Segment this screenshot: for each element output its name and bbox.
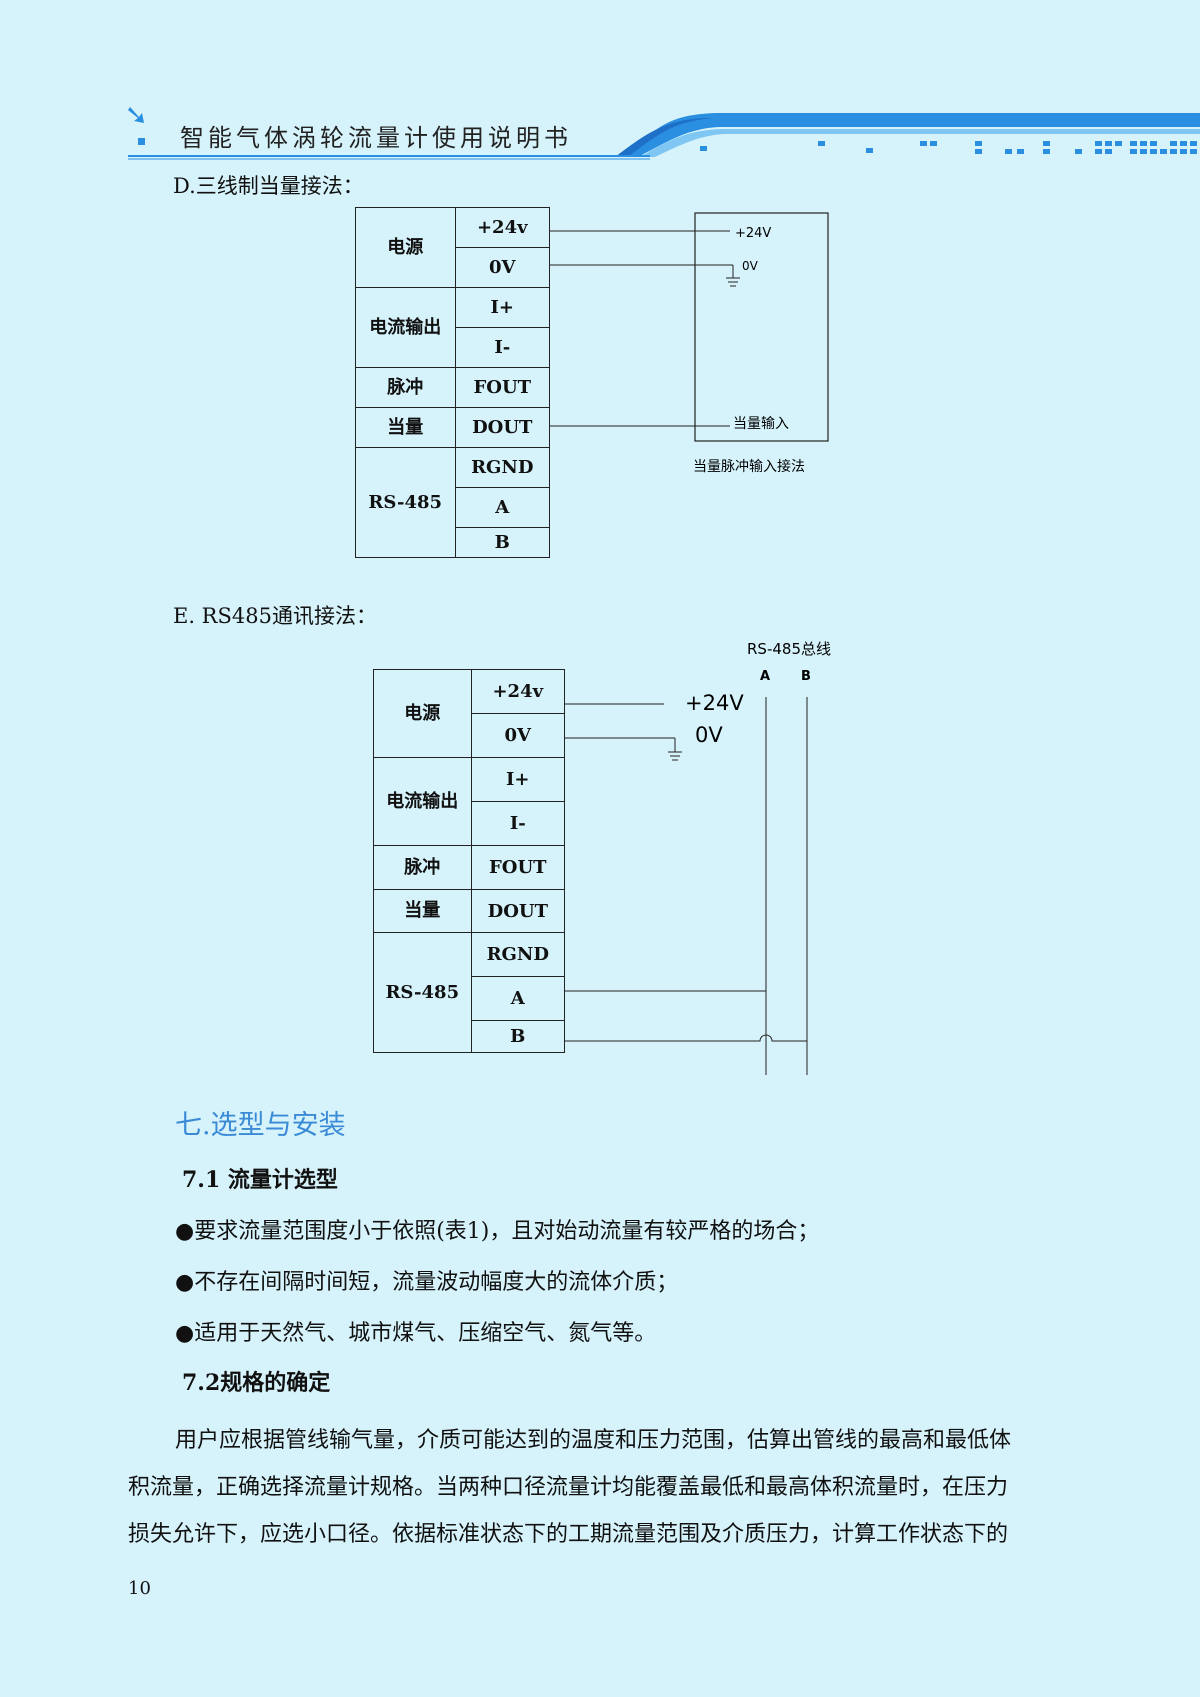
- pin-fout: FOUT: [470, 845, 566, 890]
- section-7-title: 七.选型与安装: [175, 1110, 346, 1141]
- pin-24v: +24v: [470, 669, 566, 714]
- group-current-output: 电流输出: [355, 287, 456, 368]
- group-pulse: 脉冲: [355, 367, 456, 408]
- group-current-output-label: 电流输出: [386, 790, 459, 812]
- page-number: 10: [128, 1578, 151, 1599]
- subsection-7-2: 7.2规格的确定: [182, 1370, 331, 1396]
- header-swoosh: [128, 113, 1200, 160]
- group-current-output-label: 电流输出: [369, 316, 442, 338]
- device-box: [694, 212, 829, 442]
- device-label-0v: 0V: [742, 259, 759, 273]
- pin-b: B: [470, 1020, 566, 1053]
- terminal-table-d: 电源 +24v 0V 电流输出 I+ I- 脉冲 FOUT 当量 DOUT RS…: [355, 207, 551, 558]
- device-caption: 当量脉冲输入接法: [693, 458, 805, 475]
- ground-icon: [668, 738, 682, 761]
- device-label-input: 当量输入: [733, 416, 789, 432]
- power-label-24v: +24V: [685, 691, 744, 715]
- pin-fout: FOUT: [454, 367, 551, 408]
- group-power: 电源: [355, 207, 456, 288]
- bus-a-label: A: [760, 669, 770, 684]
- pin-dout: DOUT: [454, 407, 551, 448]
- pin-b: B: [454, 527, 551, 558]
- pin-0v: 0V: [470, 713, 566, 758]
- device-label-24v: +24V: [735, 226, 771, 241]
- group-rs485: RS-485: [355, 447, 456, 558]
- pin-24v: +24v: [454, 207, 551, 248]
- diagram-e-wiring: RS-485总线 A B +24V 0V: [565, 640, 831, 1075]
- paragraph-line: 损失允许下，应选小口径。依据标准状态下的工期流量范围及介质压力，计算工作状态下的: [128, 1522, 1009, 1547]
- group-pulse: 脉冲: [373, 845, 472, 890]
- terminal-table-e: 电源 +24v 0V 电流输出 I+ I- 脉冲 FOUT 当量 DOUT RS…: [373, 669, 566, 1053]
- bus-b-label: B: [801, 669, 811, 684]
- paragraph-line: 用户应根据管线输气量，介质可能达到的温度和压力范围，估算出管线的最高和最低体: [175, 1428, 1012, 1453]
- pin-i-plus: I+: [470, 757, 566, 802]
- group-rs485: RS-485: [373, 932, 472, 1053]
- pin-rgnd: RGND: [470, 932, 566, 977]
- header-title: 智能气体涡轮流量计使用说明书: [180, 124, 572, 152]
- bullet-item: ●适用于天然气、城市煤气、压缩空气、氮气等。: [175, 1321, 657, 1346]
- arrow-icon: [128, 107, 145, 145]
- group-equivalent: 当量: [355, 407, 456, 448]
- header-decoration: [128, 107, 1200, 160]
- header-banner: [0, 0, 1200, 165]
- paragraph-line: 积流量，正确选择流量计规格。当两种口径流量计均能覆盖最低和最高体积流量时，在压力: [128, 1475, 1009, 1500]
- diagram-d-wiring: +24V 0V 当量输入 当量脉冲输入接法: [550, 212, 829, 475]
- group-current-output: 电流输出: [373, 757, 472, 846]
- bus-label: RS-485总线: [747, 640, 831, 658]
- group-equivalent: 当量: [373, 889, 472, 933]
- pin-i-minus: I-: [470, 801, 566, 846]
- ground-icon: [726, 265, 740, 287]
- wire-b: [565, 1034, 807, 1042]
- subsection-7-1: 7.1 流量计选型: [182, 1167, 338, 1193]
- section-e-title: E. RS485通讯接法：: [173, 604, 377, 628]
- pin-i-plus: I+: [454, 287, 551, 328]
- bullet-item: ●要求流量范围度小于依照(表1)，且对始动流量有较严格的场合；: [175, 1219, 820, 1244]
- bullet-item: ●不存在间隔时间短，流量波动幅度大的流体介质；: [175, 1270, 679, 1295]
- section-d-title: D.三线制当量接法：: [173, 174, 364, 198]
- pin-i-minus: I-: [454, 327, 551, 368]
- pin-a: A: [470, 976, 566, 1021]
- power-label-0v: 0V: [695, 723, 723, 747]
